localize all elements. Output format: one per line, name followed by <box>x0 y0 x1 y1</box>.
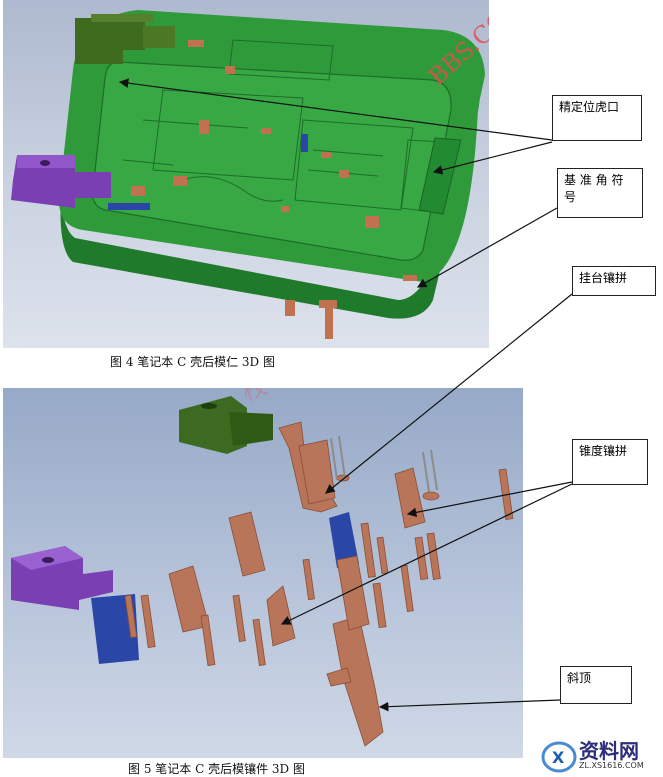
figure-5-image: 校 <box>3 388 523 758</box>
logo-mark-icon: X <box>541 741 577 773</box>
callout-precise-lock: 精定位虎口 <box>552 95 642 141</box>
callout-datum-corner: 基 准 角 符 号 <box>557 168 643 218</box>
callout-lifter: 斜顶 <box>560 666 632 704</box>
logo-name: 资料网 <box>579 739 639 763</box>
figure-4-image: BBS.COM <box>3 0 489 348</box>
mold-inserts-render <box>11 396 514 747</box>
site-logo: X 资料网 ZL.XS1616.COM <box>539 735 661 775</box>
callout-taper-insert: 锥度镶拼 <box>572 439 648 485</box>
callout-hanging-insert: 挂台镶拼 <box>572 266 656 296</box>
figure-5-caption: 图 5 笔记本 C 壳后模镶件 3D 图 <box>128 762 305 776</box>
svg-text:X: X <box>552 748 565 767</box>
figure-4-caption: 图 4 笔记本 C 壳后模仁 3D 图 <box>110 355 275 369</box>
mold-core-render <box>11 10 485 339</box>
logo-url: ZL.XS1616.COM <box>579 761 644 770</box>
